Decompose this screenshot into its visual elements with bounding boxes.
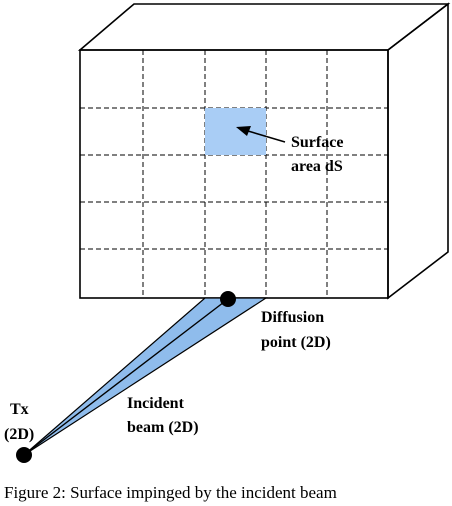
side-face <box>387 2 449 300</box>
surface-label-line2: area dS <box>291 158 343 175</box>
beam-center-ray <box>23 298 229 456</box>
surface-arrow <box>236 126 286 143</box>
tx-label-line2: (2D) <box>4 426 34 443</box>
surface-area-ds-cell <box>205 108 266 155</box>
diffusion-label-line1: Diffusion <box>261 309 324 326</box>
figure-caption: Figure 2: Surface impinged by the incide… <box>4 483 337 502</box>
beam-label-line1: Incident <box>127 395 185 412</box>
diffusion-label-line2: point (2D) <box>261 334 331 351</box>
diffusion-point-dot <box>220 291 236 307</box>
tx-point-dot <box>16 447 32 463</box>
tx-label-line1: Tx <box>10 401 29 418</box>
beam-label-line2: beam (2D) <box>127 419 199 436</box>
top-face <box>77 3 451 51</box>
surface-label-line1: Surface <box>291 134 343 151</box>
arrowhead-icon <box>236 126 251 136</box>
